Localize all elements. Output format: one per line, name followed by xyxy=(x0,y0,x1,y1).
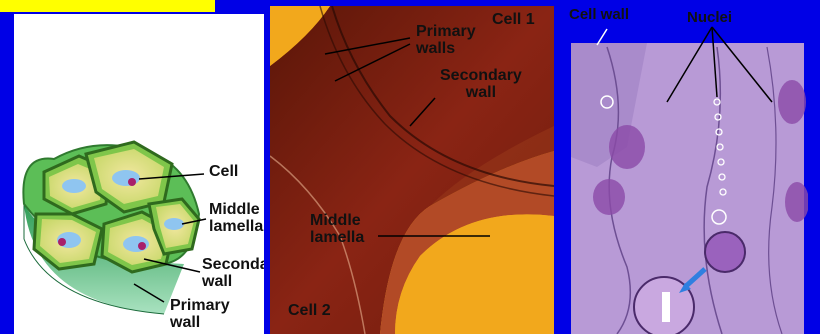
label-cell-2: Cell 2 xyxy=(288,303,331,320)
cell-wall-micrograph-panel: Cell 1 Primary walls Secondary wall Midd… xyxy=(270,6,554,334)
label-primary-wall: Primary wall xyxy=(170,298,230,332)
label-primary-walls: Primary walls xyxy=(416,24,476,58)
label-cell: Cell xyxy=(209,164,238,181)
nucleus-inset-small xyxy=(705,232,745,272)
stained-cells-panel: Cell wall Nuclei xyxy=(567,7,808,334)
label-cell-1: Cell 1 xyxy=(492,12,535,29)
label-middle-lamella-micro: Middle lamella xyxy=(310,213,364,247)
title-highlight-bar xyxy=(0,0,215,12)
micrograph-image xyxy=(270,6,554,334)
label-middle-lamella: Middle lamella xyxy=(209,202,263,236)
stained-cells-image xyxy=(567,7,808,334)
cell-wall-diagram-panel: Cell Middle lamella Secondary wall Prima… xyxy=(14,14,264,334)
label-nuclei: Nuclei xyxy=(687,10,732,26)
label-cell-wall: Cell wall xyxy=(569,7,629,23)
label-secondary-wall-micro: Secondary wall xyxy=(440,68,522,102)
label-secondary-wall: Secondary wall xyxy=(202,257,264,291)
leader-line-cell-wall xyxy=(597,29,607,45)
